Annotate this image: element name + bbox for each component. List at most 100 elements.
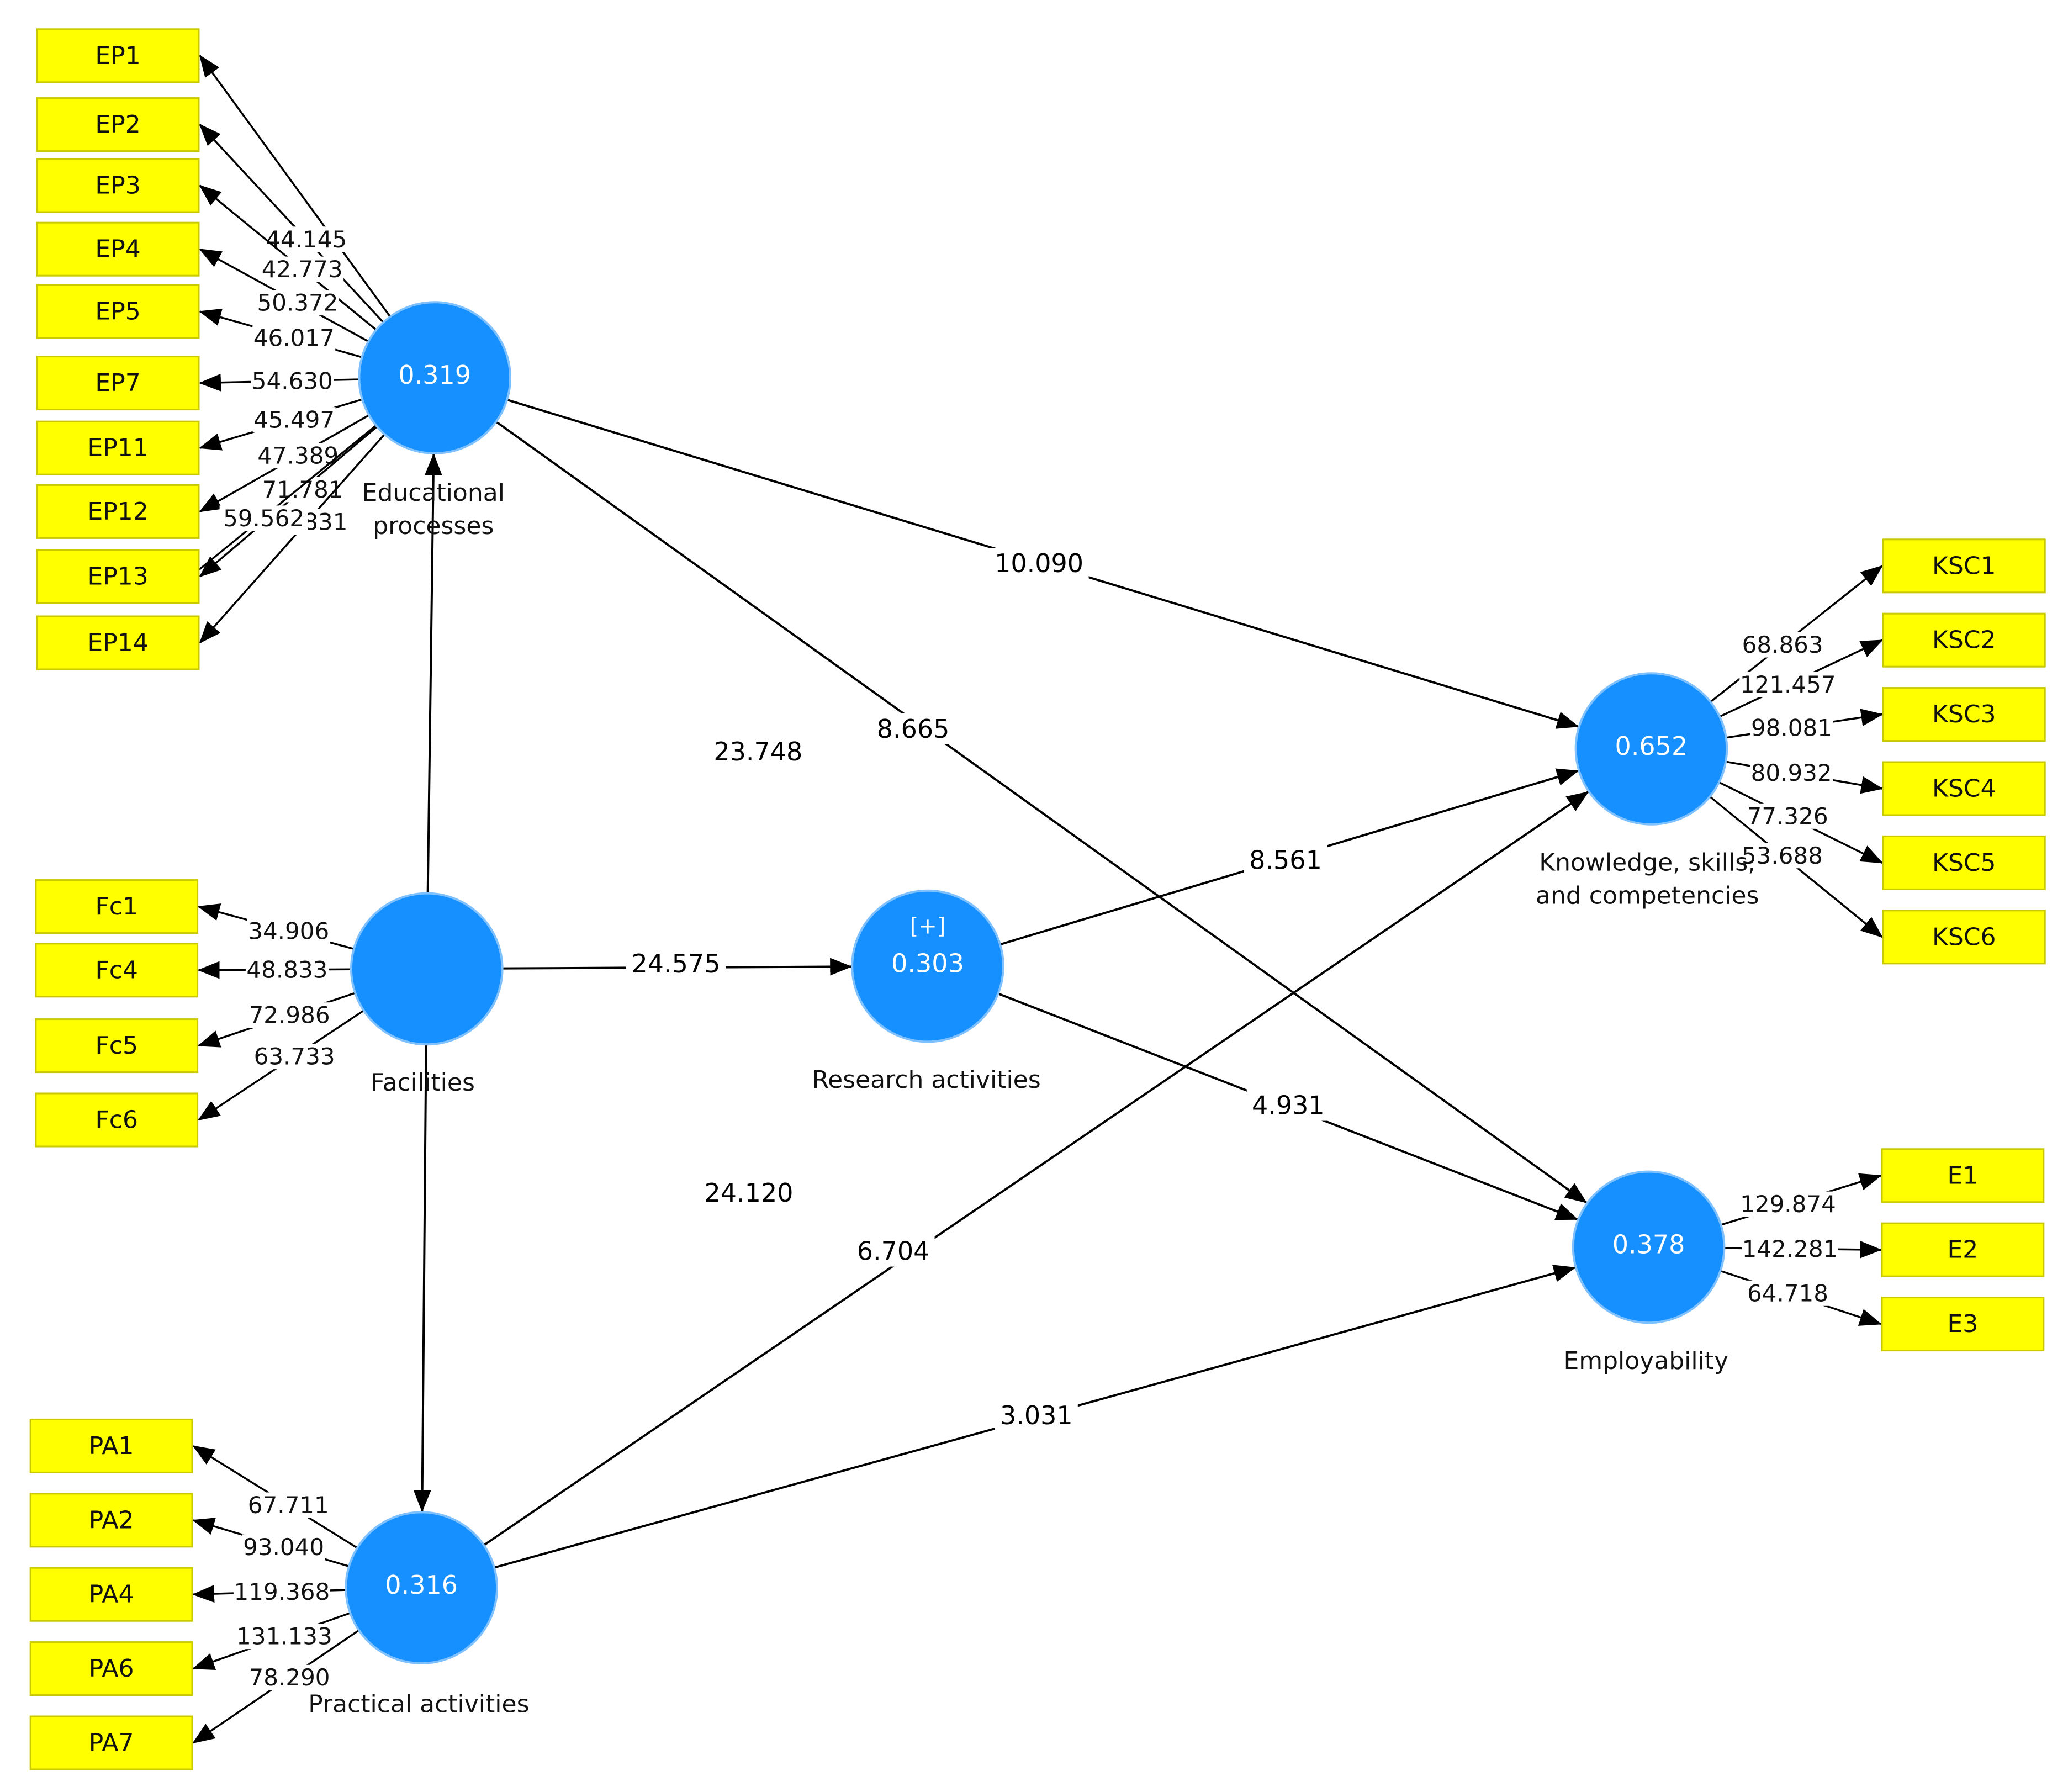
loading-line-extra <box>198 425 377 571</box>
indicator-ksc4[interactable]: KSC4 <box>1882 761 2046 816</box>
indicator-ep5[interactable]: EP5 <box>36 284 200 339</box>
r-squared-value: 0.303 <box>891 949 964 979</box>
construct-name: Knowledge, skills, <box>1539 848 1755 876</box>
loading-value: 42.773 <box>261 256 344 283</box>
loading-value: 63.733 <box>253 1043 336 1070</box>
loading-value: 34.906 <box>247 918 330 945</box>
indicator-ksc5[interactable]: KSC5 <box>1882 835 2046 890</box>
svg-text:24.575: 24.575 <box>632 949 721 979</box>
r-squared-value: 0.652 <box>1615 731 1688 761</box>
indicator-fc4[interactable]: Fc4 <box>35 943 199 998</box>
loading-value: 80.932 <box>1750 759 1833 786</box>
indicator-label: EP1 <box>95 41 140 70</box>
indicator-ep1[interactable]: EP1 <box>36 28 200 83</box>
indicator-label: EP11 <box>87 434 148 462</box>
indicator-label: KSC3 <box>1932 700 1996 728</box>
svg-text:64.718: 64.718 <box>1747 1280 1828 1307</box>
loading-value: 53.688 <box>1741 842 1824 869</box>
indicator-label: EP12 <box>87 498 148 526</box>
indicator-pa4[interactable]: PA4 <box>29 1567 193 1622</box>
indicator-ksc6[interactable]: KSC6 <box>1882 910 2046 965</box>
loading-value: 121.457 <box>1739 671 1837 698</box>
construct-pa[interactable]: 0.316 <box>345 1511 499 1664</box>
svg-text:80.932: 80.932 <box>1751 759 1832 786</box>
path-coefficient-ep-ksc: 10.090 <box>989 548 1089 579</box>
indicator-label: EP4 <box>95 235 140 263</box>
path-fc-to-pa <box>413 1044 431 1513</box>
svg-text:50.372: 50.372 <box>257 289 339 316</box>
svg-text:72.986: 72.986 <box>249 1002 330 1029</box>
indicator-ep14[interactable]: EP14 <box>36 615 200 670</box>
svg-text:6.704: 6.704 <box>857 1236 930 1266</box>
path-coefficient-fc-ra: 24.575 <box>626 948 726 979</box>
indicator-ksc1[interactable]: KSC1 <box>1882 538 2046 594</box>
indicator-ep12[interactable]: EP12 <box>36 484 200 539</box>
indicator-label: Fc1 <box>95 892 138 921</box>
indicator-label: EP2 <box>95 110 140 139</box>
indicator-loadings: 44.145 42.773 50.372 46.017 54.630 45.497 47.3… <box>192 55 1884 1744</box>
indicator-pa1[interactable]: PA1 <box>29 1418 193 1473</box>
indicator-pa2[interactable]: PA2 <box>29 1493 193 1548</box>
indicator-fc6[interactable]: Fc6 <box>35 1092 199 1148</box>
loading-value: 59.562 <box>219 505 308 532</box>
loading-value: 46.017 <box>252 325 336 352</box>
loading-value: 78.290 <box>248 1664 331 1691</box>
indicator-ep2[interactable]: EP2 <box>36 97 200 152</box>
svg-text:93.040: 93.040 <box>243 1534 324 1561</box>
indicator-label: E1 <box>1948 1161 1979 1190</box>
indicator-fc1[interactable]: Fc1 <box>35 879 199 934</box>
construct-ksc[interactable]: 0.652 <box>1574 672 1728 826</box>
indicator-ep7[interactable]: EP7 <box>36 356 200 411</box>
svg-text:34.906: 34.906 <box>248 918 329 945</box>
indicator-label: PA4 <box>89 1580 134 1609</box>
svg-text:59.562: 59.562 <box>223 505 304 532</box>
svg-text:42.773: 42.773 <box>262 256 343 283</box>
indicator-ep4[interactable]: EP4 <box>36 221 200 277</box>
indicator-ep11[interactable]: EP11 <box>36 420 200 475</box>
svg-text:45.497: 45.497 <box>253 406 335 434</box>
svg-text:47.389: 47.389 <box>257 442 339 469</box>
construct-name: Practical activities <box>308 1690 529 1718</box>
indicator-ep3[interactable]: EP3 <box>36 158 200 213</box>
construct-name: Research activities <box>812 1066 1041 1094</box>
indicator-ksc2[interactable]: KSC2 <box>1882 612 2046 668</box>
loading-value: 64.718 <box>1746 1280 1829 1307</box>
construct-emp[interactable]: 0.378 <box>1572 1170 1726 1324</box>
indicator-e3[interactable]: E3 <box>1881 1297 2045 1352</box>
indicator-pa6[interactable]: PA6 <box>29 1641 193 1696</box>
loading-value: 44.145 <box>265 226 348 253</box>
svg-text:48.833: 48.833 <box>246 956 327 983</box>
indicator-label: PA7 <box>89 1729 134 1757</box>
indicator-label: PA2 <box>89 1506 134 1534</box>
path-coefficients: 23.74824.57524.12010.0908.6658.5614.9316… <box>626 548 1330 1431</box>
svg-text:131.133: 131.133 <box>236 1623 332 1650</box>
loading-value: 48.833 <box>245 956 329 983</box>
svg-text:54.630: 54.630 <box>252 367 333 394</box>
svg-text:63.733: 63.733 <box>254 1043 335 1070</box>
path-coefficient-ep-emp: 8.665 <box>871 713 955 744</box>
expand-icon[interactable]: [+] <box>910 914 946 939</box>
svg-text:98.081: 98.081 <box>1751 715 1832 742</box>
svg-text:8.561: 8.561 <box>1249 845 1322 875</box>
svg-text:121.457: 121.457 <box>1740 671 1836 698</box>
indicator-pa7[interactable]: PA7 <box>29 1715 193 1770</box>
loading-value: 71.781 <box>261 476 345 503</box>
path-coefficient-pa-emp: 3.031 <box>995 1400 1078 1431</box>
construct-ra[interactable]: [+] 0.303 <box>851 889 1004 1043</box>
indicator-label: PA6 <box>89 1654 134 1683</box>
indicator-label: EP14 <box>87 629 148 657</box>
path-coefficient-ra-ksc: 8.561 <box>1244 844 1327 876</box>
indicator-e2[interactable]: E2 <box>1881 1222 2045 1277</box>
indicator-ksc3[interactable]: KSC3 <box>1882 687 2046 742</box>
indicator-e1[interactable]: E1 <box>1881 1148 2045 1203</box>
indicator-fc5[interactable]: Fc5 <box>35 1018 199 1074</box>
construct-ep[interactable]: 0.319 <box>358 301 512 454</box>
indicator-boxes: EP1EP2EP3EP4EP5EP7EP11EP12EP13EP14Fc1Fc4… <box>29 28 2046 1770</box>
indicator-ep13[interactable]: EP13 <box>36 549 200 604</box>
svg-text:129.874: 129.874 <box>1740 1191 1836 1218</box>
loading-line-ep2 <box>199 124 384 323</box>
loading-value: 129.874 <box>1739 1191 1837 1218</box>
construct-fc[interactable] <box>350 892 504 1046</box>
loading-value: 45.497 <box>252 406 336 434</box>
